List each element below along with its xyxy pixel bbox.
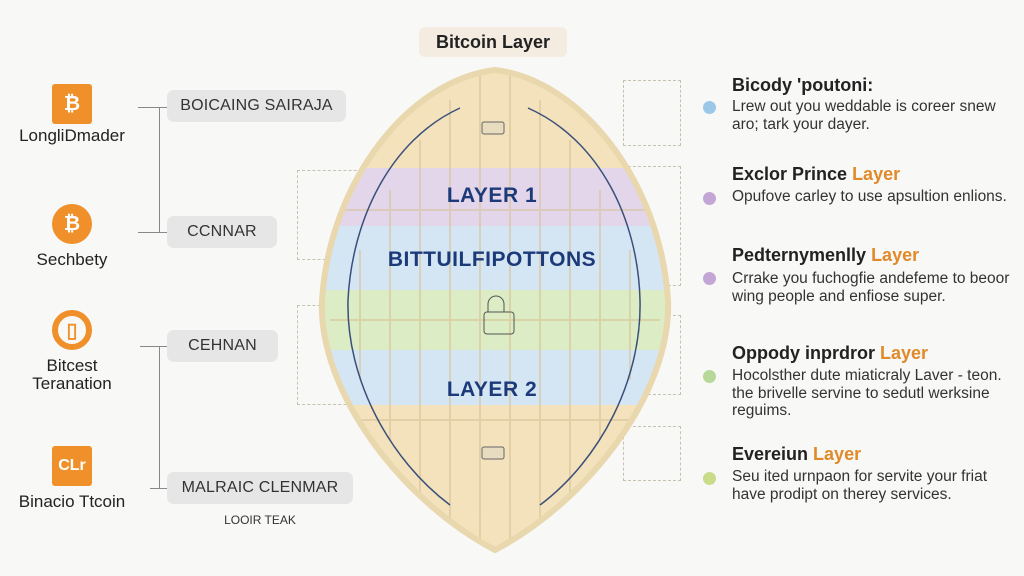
- right-text: Crrake you fuchogfie andefeme to beoor w…: [732, 270, 1010, 305]
- dashed-frame: [623, 426, 681, 481]
- heading-text: Exclor Prince: [732, 164, 853, 184]
- heading-accent: Layer: [880, 343, 929, 363]
- left-label: Sechbety: [36, 250, 108, 269]
- bitcoin-coin-icon: ₿: [52, 204, 92, 244]
- bullet-dot: [703, 101, 716, 114]
- bullet-dot: [703, 272, 716, 285]
- right-text: Hocolsther dute miaticraly Laver - teon.…: [732, 367, 1002, 419]
- lock-icon: [483, 311, 515, 335]
- band-label: LAYER 2: [446, 378, 538, 401]
- pill-caption: LOOIR TEAK: [224, 513, 296, 527]
- right-heading: Evereiun Layer: [732, 444, 861, 465]
- band-layer1: [321, 168, 669, 226]
- heading-text: Evereiun: [732, 444, 814, 464]
- pill-label: CCNNAR: [167, 216, 277, 248]
- wallet-card-icon: ▯: [52, 310, 92, 350]
- right-text: Seu ited urnpaon for servite your friat …: [732, 468, 988, 503]
- left-label-line: Bitcest: [46, 356, 98, 375]
- layer-shield-graphic: [318, 66, 672, 554]
- right-text: Opufove carley to use apsultion enlions.: [732, 188, 1007, 205]
- band-label: LAYER 1: [446, 184, 538, 207]
- bullet-dot: [703, 472, 716, 485]
- band-protocols: [321, 226, 669, 290]
- bullet-dot: [703, 192, 716, 205]
- right-text: Lrew out you weddable is coreer snew aro…: [732, 98, 996, 133]
- heading-accent: Layer: [852, 164, 901, 184]
- right-heading: Exclor Prince Layer: [732, 164, 900, 185]
- connector-line: [159, 346, 160, 489]
- pill-label: CEHNAN: [167, 330, 278, 362]
- connector-pin-icon: [481, 121, 505, 135]
- right-heading: Bicody 'poutoni:: [732, 75, 873, 96]
- heading-accent: Layer: [813, 444, 862, 464]
- dashed-frame: [623, 80, 681, 146]
- left-label: Binacio Ttcoin: [18, 492, 126, 511]
- heading-text: Bicody 'poutoni:: [732, 75, 874, 95]
- pill-label: BOICAING SAIRAJA: [167, 90, 346, 122]
- bullet-dot: [703, 370, 716, 383]
- right-heading: Oppody inprdror Layer: [732, 343, 928, 364]
- heading-text: Oppody inprdror: [732, 343, 880, 363]
- connector-line: [138, 232, 168, 233]
- connector-line: [159, 107, 160, 233]
- diagram-title: Bitcoin Layer: [419, 27, 567, 57]
- chart-box-icon: CLr: [52, 446, 92, 486]
- connector-pin-icon: [481, 446, 505, 460]
- band-layer2: [321, 350, 669, 405]
- right-heading: Pedternymenlly Layer: [732, 245, 919, 266]
- left-label-line: Teranation: [32, 374, 112, 393]
- connector-line: [140, 346, 168, 347]
- band-label: BITTUILFIPOTTONS: [387, 248, 597, 271]
- heading-accent: Layer: [871, 245, 920, 265]
- connector-line: [150, 488, 168, 489]
- bitcoin-chip-icon: ₿: [52, 84, 92, 124]
- pill-label: MALRAIC CLENMAR: [167, 472, 353, 504]
- heading-text: Pedternymenlly: [732, 245, 872, 265]
- left-label: LongliDmader: [19, 126, 125, 145]
- connector-line: [138, 107, 168, 108]
